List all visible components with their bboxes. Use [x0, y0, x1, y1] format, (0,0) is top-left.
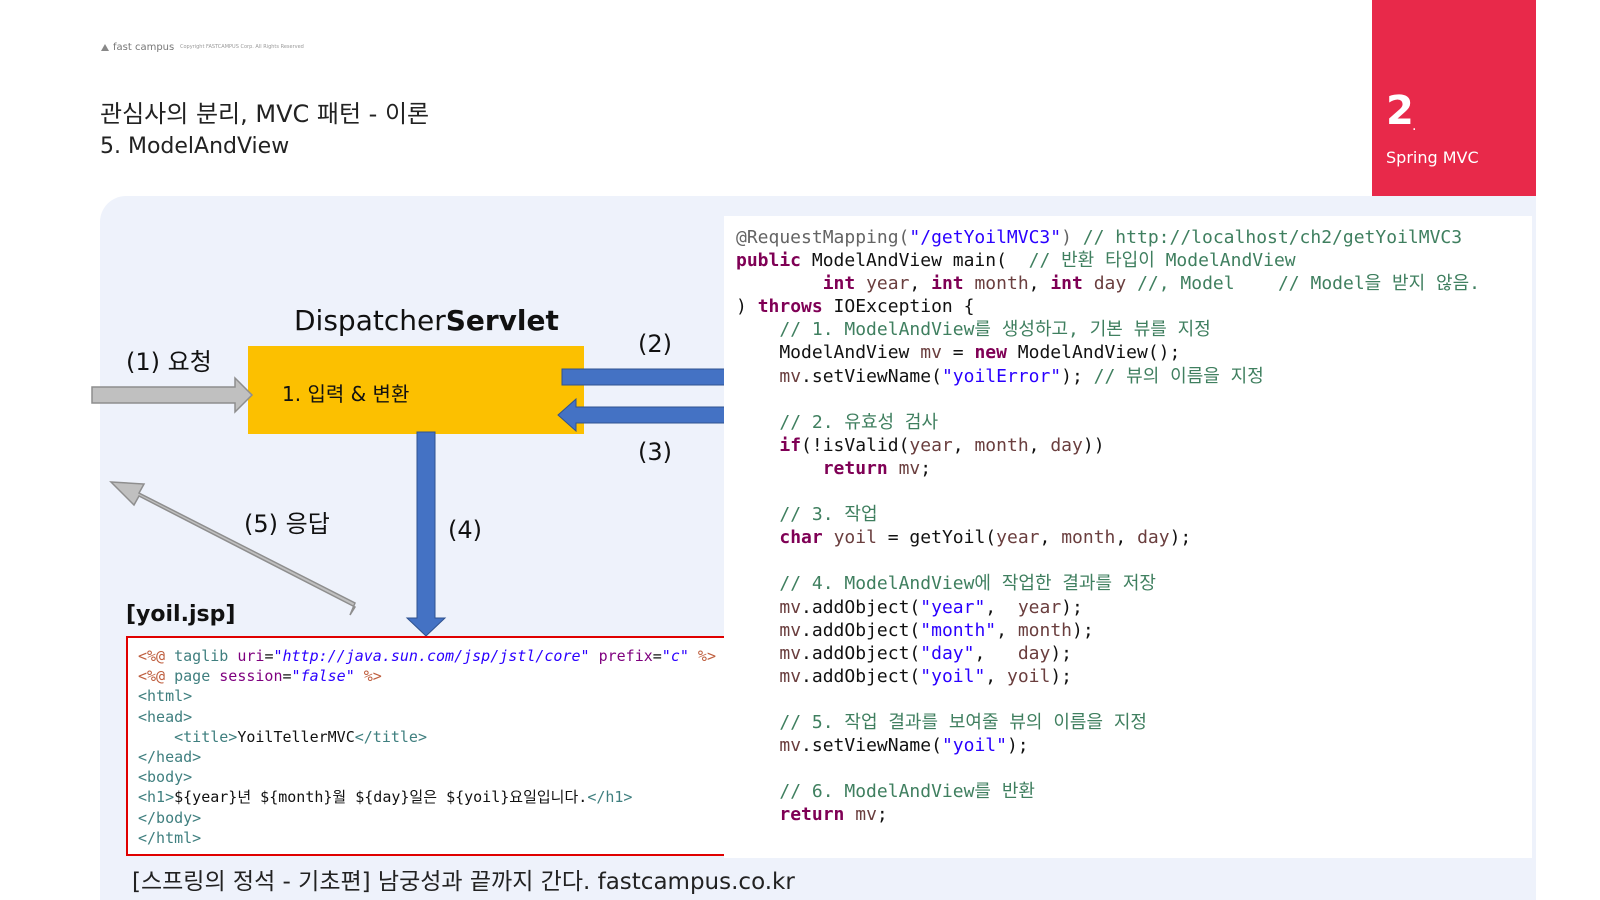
footer-course-title: [스프링의 정석 - 기초편] 남궁성과 끝까지 간다. fastcampus.… — [132, 869, 795, 895]
jsp-code-box — [126, 636, 724, 856]
jsp-code: <%@ taglib uri="http://java.sun.com/jsp/… — [138, 647, 716, 847]
servlet-box-label: 1. 입력 & 변환 — [282, 382, 410, 406]
servlet-title-normal: Dispatcher — [294, 304, 446, 337]
page-subtitle: 5. ModelAndView — [100, 134, 290, 159]
fastcampus-logo: fast campus — [100, 42, 174, 53]
chapter-corner-banner — [1372, 0, 1536, 216]
dispatcher-servlet-box — [248, 346, 584, 434]
brand-name: fast campus — [113, 42, 175, 53]
response-arrow — [109, 481, 357, 616]
controller-code: @RequestMapping("/getYoilMVC3") // http:… — [736, 227, 1480, 826]
call-controller-arrow — [561, 359, 749, 395]
label-response: (5) 응답 — [244, 510, 330, 538]
chapter-number: 2 — [1386, 88, 1414, 134]
chapter-label: Spring MVC — [1386, 148, 1479, 167]
copyright-text: Copyright FASTCAMPUS Corp. All Rights Re… — [180, 44, 304, 50]
request-arrow — [91, 376, 254, 414]
label-step-3: (3) — [638, 438, 672, 466]
dispatcher-servlet-title: DispatcherServlet — [294, 304, 559, 337]
fastcampus-logo-icon — [101, 43, 109, 51]
servlet-title-bold: Servlet — [445, 304, 559, 337]
forward-to-view-arrow — [405, 431, 447, 637]
jsp-filename-label: [yoil.jsp] — [126, 602, 236, 627]
return-modelandview-arrow — [557, 397, 741, 433]
label-step-4: (4) — [448, 516, 482, 544]
chapter-number-dot: . — [1412, 118, 1417, 134]
java-code-panel — [724, 216, 1532, 858]
label-step-2: (2) — [638, 330, 672, 358]
page-title: 관심사의 분리, MVC 패턴 - 이론 — [100, 100, 430, 128]
label-request: (1) 요청 — [126, 348, 212, 376]
